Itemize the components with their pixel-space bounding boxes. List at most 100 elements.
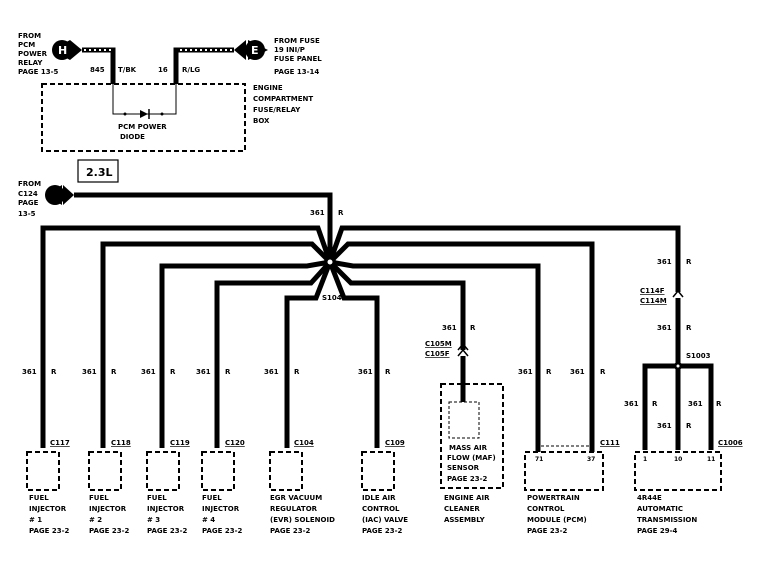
diode-circuit — [112, 84, 177, 115]
transmission-box — [634, 451, 722, 491]
engine-tag-box — [77, 159, 119, 183]
c124-line-3: PAGE — [18, 199, 39, 207]
b7-circuit: 361 — [442, 324, 457, 332]
maf-line-2: FLOW (MAF) — [447, 454, 496, 462]
box-line-3: FUSE/RELAY — [253, 106, 301, 114]
inj3-l4: PAGE 23-2 — [147, 527, 188, 535]
b10-circuit: 361 — [657, 258, 672, 266]
maf-sensor-label: MASS AIR FLOW (MAF) SENSOR PAGE 23-2 — [447, 444, 496, 483]
wire-845-color: T/BK — [118, 66, 137, 74]
inj2-l1: FUEL — [89, 494, 109, 502]
trans-l4: PAGE 29-4 — [637, 527, 678, 535]
inj1-l3: # 1 — [29, 516, 42, 524]
inj3-l1: FUEL — [147, 494, 167, 502]
main-feed-wire — [74, 192, 333, 262]
e-marker-letter: E — [251, 44, 259, 57]
diode-icon — [123, 109, 164, 119]
conn-c109: C109 — [385, 439, 405, 447]
c105m-label: C105M — [425, 340, 452, 348]
splice-branches — [40, 225, 681, 448]
t2-circuit: 361 — [657, 422, 672, 430]
injector-1-box — [26, 451, 60, 491]
splice-s1003-label: S1003 — [686, 352, 711, 360]
c114m-label: C114M — [640, 297, 667, 305]
injector-2-box — [88, 451, 122, 491]
inj4-l1: FUEL — [202, 494, 222, 502]
maf-line-4: PAGE 23-2 — [447, 475, 488, 483]
b8-color: R — [546, 368, 552, 376]
b2-color: R — [111, 368, 117, 376]
trans-l1: 4R44E — [637, 494, 662, 502]
trans-color: R — [686, 324, 692, 332]
e-marker: E — [234, 40, 268, 60]
pcm-relay-line-3: POWER — [18, 50, 48, 58]
inj4-l3: # 4 — [202, 516, 215, 524]
main-color: R — [338, 209, 344, 217]
engine-tag: 2.3L — [86, 166, 113, 179]
inj1-l4: PAGE 23-2 — [29, 527, 70, 535]
wire-16-label: 16 — [158, 66, 168, 74]
air-cleaner-box — [440, 383, 504, 489]
b9-color: R — [600, 368, 606, 376]
conn-c111: C111 — [600, 439, 620, 447]
injector-4-box — [201, 451, 235, 491]
t3-circuit: 361 — [688, 400, 703, 408]
fuse-line-3: FUSE PANEL — [274, 55, 322, 63]
branch-maf — [328, 260, 466, 350]
splice-s104-label: S104 — [322, 294, 342, 302]
wire-845 — [82, 47, 116, 84]
trans-pin-10: 10 — [674, 456, 682, 463]
fuse-line-4: PAGE 13-14 — [274, 68, 319, 76]
pcm-pin-37: 37 — [587, 456, 595, 463]
j-marker — [45, 185, 74, 205]
b10-color: R — [686, 258, 692, 266]
branch-injector-3 — [159, 259, 331, 448]
branch-pcm-71 — [329, 259, 541, 448]
aircl-l3: ASSEMBLY — [444, 516, 486, 524]
inj1-l1: FUEL — [29, 494, 49, 502]
fuse-line-2: 19 INI/P — [274, 46, 305, 54]
trans-circuit: 361 — [657, 324, 672, 332]
inj2-l2: INJECTOR — [89, 505, 127, 513]
wire-16 — [173, 47, 234, 84]
component-boxes — [26, 451, 722, 491]
pcm-box — [524, 451, 604, 491]
maf-line-3: SENSOR — [447, 464, 480, 472]
conn-c1006: C1006 — [718, 439, 743, 447]
component-labels: FUEL INJECTOR # 1 PAGE 23-2 FUEL INJECTO… — [29, 494, 697, 535]
inj4-l2: INJECTOR — [202, 505, 240, 513]
iac-l1: IDLE AIR — [362, 494, 396, 502]
pcm-relay-line-4: RELAY — [18, 59, 43, 67]
branch-iac — [327, 261, 380, 448]
t2-color: R — [686, 422, 692, 430]
pcm-relay-line-5: PAGE 13-5 — [18, 68, 59, 76]
wire-16-color: R/LG — [182, 66, 200, 74]
c124-line-4: 13-5 — [18, 210, 36, 218]
egr-l1: EGR VACUUM — [270, 494, 322, 502]
t1-color: R — [652, 400, 658, 408]
pcm-l3: MODULE (PCM) — [527, 516, 587, 524]
b1-circuit: 361 — [22, 368, 37, 376]
branch-injector-2 — [100, 241, 332, 448]
b3-circuit: 361 — [141, 368, 156, 376]
b3-color: R — [170, 368, 176, 376]
b4-circuit: 361 — [196, 368, 211, 376]
aircl-l2: CLEANER — [444, 505, 480, 513]
pin-numbers: 71 37 1 10 11 — [535, 456, 715, 463]
maf-line-1: MASS AIR — [449, 444, 488, 452]
injector-3-box — [146, 451, 180, 491]
egr-box — [269, 451, 303, 491]
branch-egr — [284, 261, 333, 448]
b5-color: R — [294, 368, 300, 376]
c105f-label: C105F — [425, 350, 450, 358]
inj2-l4: PAGE 23-2 — [89, 527, 130, 535]
inj4-l4: PAGE 23-2 — [202, 527, 243, 535]
iac-box — [361, 451, 395, 491]
b6-circuit: 361 — [358, 368, 373, 376]
diode-label-1: PCM POWER — [118, 123, 167, 131]
pcm-relay-line-1: FROM — [18, 32, 41, 40]
pcm-l4: PAGE 23-2 — [527, 527, 568, 535]
conn-c120: C120 — [225, 439, 245, 447]
c105-connector — [457, 342, 469, 357]
maf-sensor-box — [448, 401, 480, 439]
